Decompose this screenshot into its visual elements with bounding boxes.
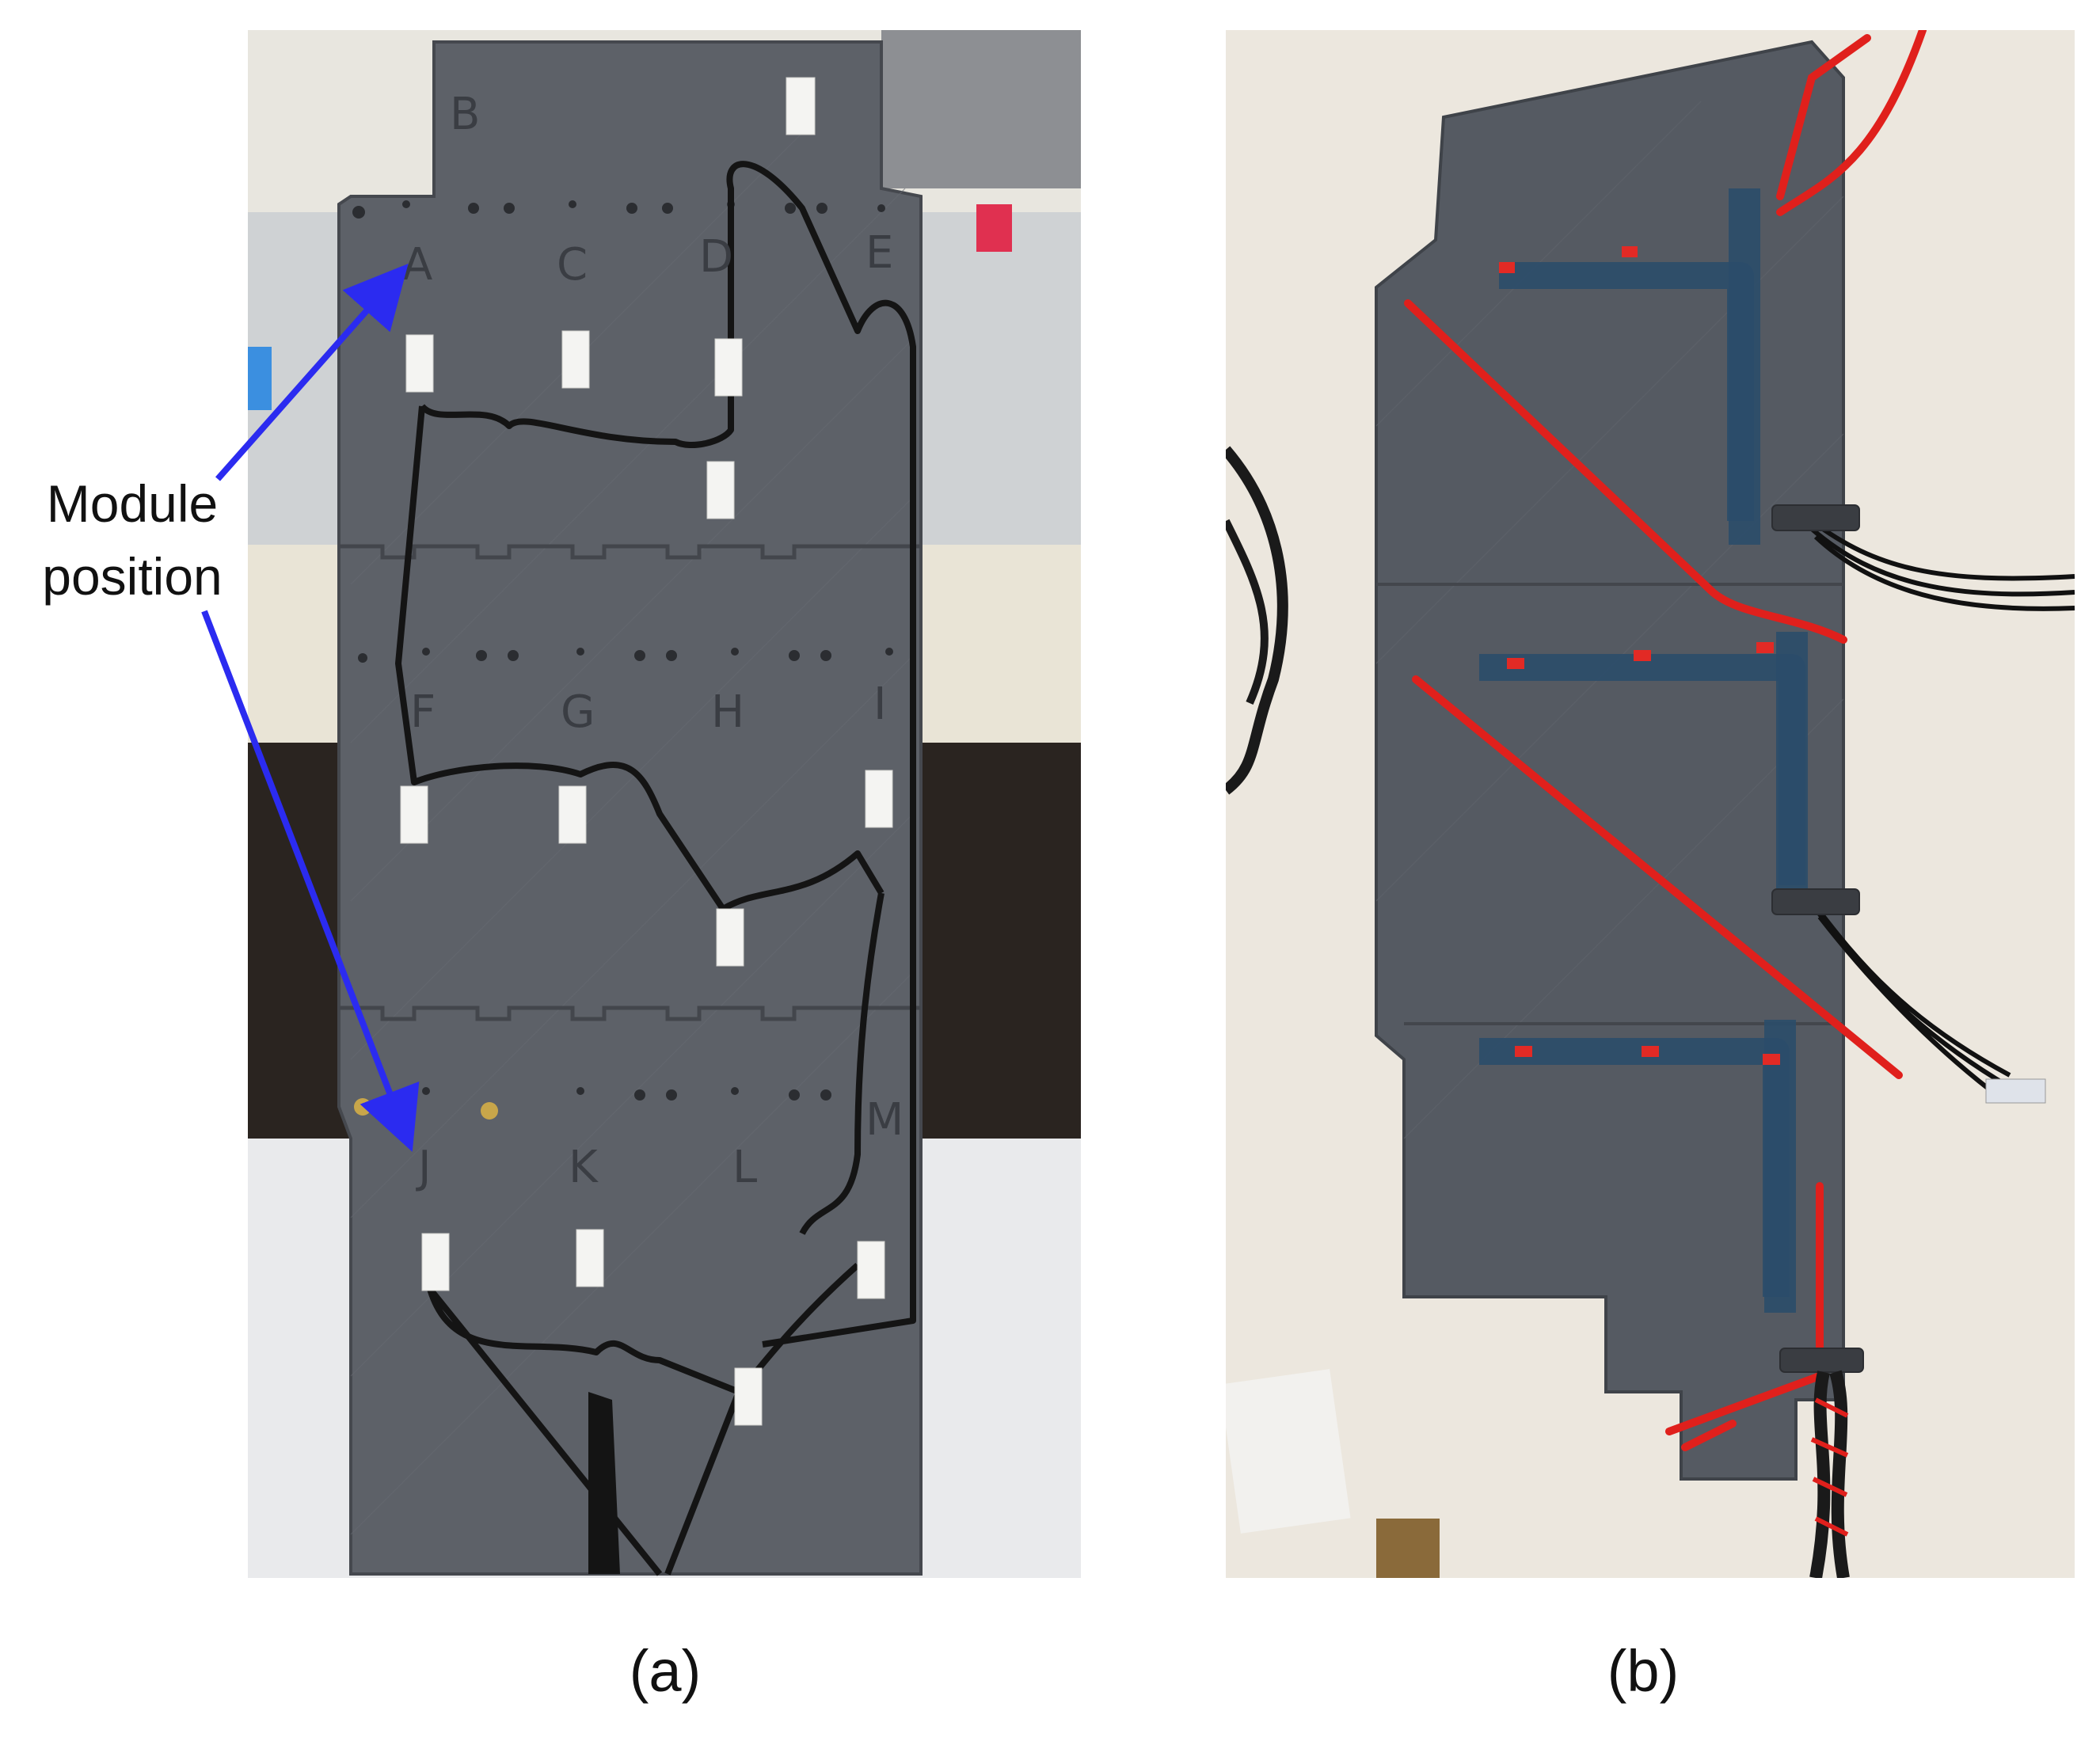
module-letter-j: J [416,1142,432,1193]
module-letter-d: D [699,231,733,283]
photo-panel-a: B A C D E F G H I J K L M [248,30,1081,1578]
background-laptop [881,30,1081,188]
module-letter-k: K [569,1142,599,1193]
module-letter-c: C [557,239,588,291]
caption-a: (a) [629,1638,702,1704]
cable-clamps [1771,504,1864,1373]
module-position-line-2: position [42,547,223,606]
background-paper [1226,1369,1351,1534]
wire-connector [1985,1078,2046,1104]
module-position-line-1: Module [46,474,219,533]
module-letter-b: B [450,89,480,140]
module-letter-e: E [865,227,893,279]
red-wires [1404,30,1927,1451]
module-letter-f: F [410,686,436,738]
black-wire-bundles [1809,519,2075,1101]
background-box [1376,1519,1440,1578]
photo-panel-b [1226,30,2075,1578]
background-cord-left-2 [1226,519,1269,705]
module-tags [400,77,893,1426]
module-letter-a: A [402,239,432,291]
background-cord-left [1226,446,1288,795]
rear-board [1375,40,1845,1481]
cable-exit-bundle [588,1392,620,1574]
red-indicator-pads [1499,246,1780,1065]
twisted-harness-red [1810,1397,1849,1537]
carrier-board [337,40,923,1576]
module-letter-i: I [873,679,887,730]
background-red-object [976,204,1012,252]
background-blue-object [248,347,272,410]
board-seam-1 [339,544,921,560]
module-letter-g: G [561,686,595,738]
panel-a-illustration: B A C D E F G H I J K L M [248,30,1081,1578]
module-letter-m: M [865,1094,904,1146]
module-position-label: Module position [17,467,247,613]
module-letter-l: L [732,1142,757,1193]
panel-b-illustration [1226,30,2075,1578]
resin-trunks [1729,188,1808,1313]
module-letter-h: H [711,686,744,738]
caption-b: (b) [1607,1638,1680,1704]
board-seam-2 [339,1006,921,1021]
twisted-harness [1809,1370,1850,1578]
black-cable-harness [395,161,916,1576]
